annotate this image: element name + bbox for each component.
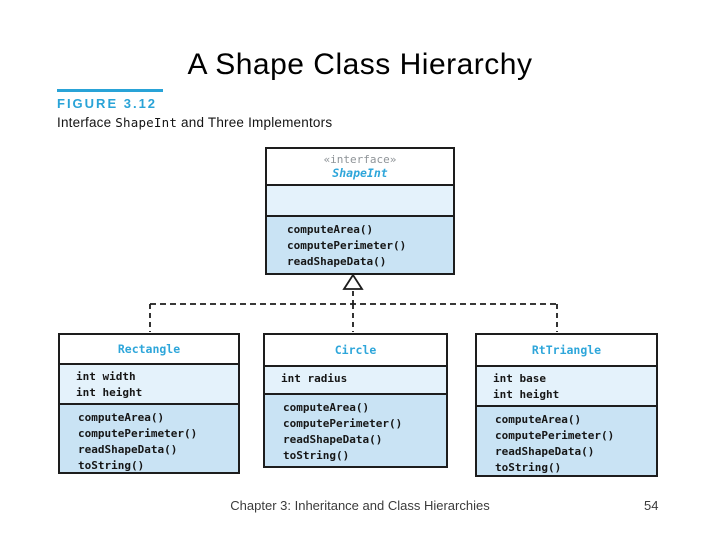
uml-fields-rectangle: int width int height — [60, 363, 238, 403]
uml-methods-shapeint: computeArea() computePerimeter() readSha… — [267, 215, 453, 273]
uml-stereotype-label: «interface» — [323, 153, 397, 166]
uml-class-box-rectangle: Rectangle int width int height computeAr… — [58, 333, 240, 474]
uml-header-circle: Circle — [265, 335, 446, 365]
figure-caption-suffix: and Three Implementors — [177, 115, 333, 130]
figure-caption-prefix: Interface — [57, 115, 116, 130]
uml-fields-shapeint-empty — [267, 184, 453, 215]
uml-class-name-rttriangle: RtTriangle — [531, 343, 602, 357]
uml-class-name-shapeint: ShapeInt — [332, 166, 388, 180]
uml-method-line: readShapeData() — [287, 255, 387, 268]
uml-class-box-circle: Circle int radius computeArea() computeP… — [263, 333, 448, 468]
uml-methods-rttriangle: computeArea() computePerimeter() readSha… — [477, 405, 656, 475]
uml-class-name-circle: Circle — [334, 343, 377, 357]
uml-methods-rectangle: computeArea() computePerimeter() readSha… — [60, 403, 238, 472]
hollow-triangle-arrow-icon — [342, 273, 364, 290]
uml-method-line: readShapeData() — [283, 433, 383, 446]
footer-chapter-text: Chapter 3: Inheritance and Class Hierarc… — [230, 498, 490, 513]
uml-field-line: int height — [493, 388, 560, 401]
figure-caption: Interface ShapeInt and Three Implementor… — [57, 115, 332, 130]
uml-class-box-rttriangle: RtTriangle int base int height computeAr… — [475, 333, 658, 477]
uml-class-name-rectangle: Rectangle — [117, 342, 181, 356]
uml-method-line: readShapeData() — [78, 443, 178, 456]
uml-field-line: int height — [76, 386, 143, 399]
uml-header-rttriangle: RtTriangle — [477, 335, 656, 365]
uml-fields-circle: int radius — [265, 365, 446, 393]
uml-method-line: readShapeData() — [495, 445, 595, 458]
page-title: A Shape Class Hierarchy — [187, 48, 533, 81]
uml-header-rectangle: Rectangle — [60, 335, 238, 363]
page-number: 54 — [644, 498, 659, 513]
uml-method-line: computeArea() — [283, 401, 370, 414]
uml-class-box-shapeint: «interface» ShapeInt computeArea() compu… — [265, 147, 455, 275]
uml-method-line: toString() — [495, 461, 562, 474]
figure-number: FIGURE 3.12 — [57, 96, 158, 111]
uml-method-line: computePerimeter() — [287, 239, 407, 252]
uml-field-line: int base — [493, 372, 546, 385]
uml-header-shapeint: «interface» ShapeInt — [267, 149, 453, 184]
uml-fields-rttriangle: int base int height — [477, 365, 656, 405]
uml-method-line: toString() — [283, 449, 350, 462]
uml-method-line: computeArea() — [287, 223, 374, 236]
uml-method-line: toString() — [78, 459, 145, 472]
uml-method-line: computePerimeter() — [283, 417, 403, 430]
uml-field-line: int radius — [281, 372, 348, 385]
uml-method-line: computePerimeter() — [78, 427, 198, 440]
uml-methods-circle: computeArea() computePerimeter() readSha… — [265, 393, 446, 466]
uml-method-line: computeArea() — [78, 411, 165, 424]
figure-caption-code: ShapeInt — [115, 115, 178, 130]
uml-method-line: computeArea() — [495, 413, 582, 426]
figure-rule — [57, 89, 163, 92]
uml-method-line: computePerimeter() — [495, 429, 615, 442]
uml-field-line: int width — [76, 370, 136, 383]
